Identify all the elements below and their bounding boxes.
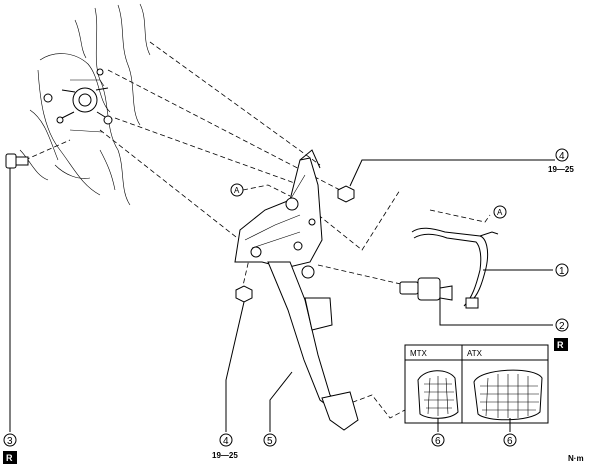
nut-part-4-top (337, 159, 555, 203)
callout-circle-6-atx (503, 433, 517, 447)
pad-label-mtx: MTX (410, 349, 428, 358)
nut-part-4-bottom (225, 285, 253, 432)
callout-circle-3 (3, 433, 17, 447)
pedal-pad-inset-frame (404, 344, 549, 424)
torque-bottom: 19—25 (212, 451, 238, 460)
callout-6-atx: 6 (507, 436, 513, 447)
atx-pedal-pad (473, 369, 543, 421)
callout-1: 1 (559, 266, 565, 277)
callout-2: 2 (559, 321, 565, 332)
pedal-bracket (234, 149, 323, 269)
torque-top: 19—25 (548, 165, 574, 174)
brake-switch-part-2 (399, 277, 553, 326)
reference-mark-a-circle-wire (493, 205, 507, 219)
wire-harness-part-1 (411, 227, 553, 309)
callout-circle-6-mtx (431, 433, 445, 447)
callout-6-mtx: 6 (435, 436, 441, 447)
bolt-part-3 (5, 153, 29, 432)
callout-circle-5 (263, 433, 277, 447)
callout-circle-4-top (555, 148, 569, 162)
torque-unit-label: N·m (568, 454, 584, 463)
replace-badge-bolt-text: R (6, 453, 13, 463)
firewall-body-sketch (19, 3, 151, 206)
reference-mark-a-bracket: A (234, 186, 240, 195)
callout-circle-4-bottom (219, 433, 233, 447)
callout-3: 3 (7, 436, 13, 447)
replace-badge-bolt (3, 451, 17, 464)
callout-circle-2 (555, 318, 569, 332)
pedal-pad-inset: MTX ATX (404, 344, 549, 432)
callout-5: 5 (267, 436, 273, 447)
callout-4-bottom: 4 (223, 436, 229, 447)
brake-pedal-part-5 (267, 261, 359, 432)
mtx-pedal-pad (417, 370, 459, 419)
replace-badge-switch (554, 338, 568, 351)
callout-circle-1 (555, 263, 569, 277)
replace-badge-switch-text: R (557, 340, 564, 350)
pad-label-atx: ATX (467, 349, 483, 358)
callout-4-top: 4 (559, 151, 565, 162)
reference-mark-a-wire: A (497, 208, 503, 217)
